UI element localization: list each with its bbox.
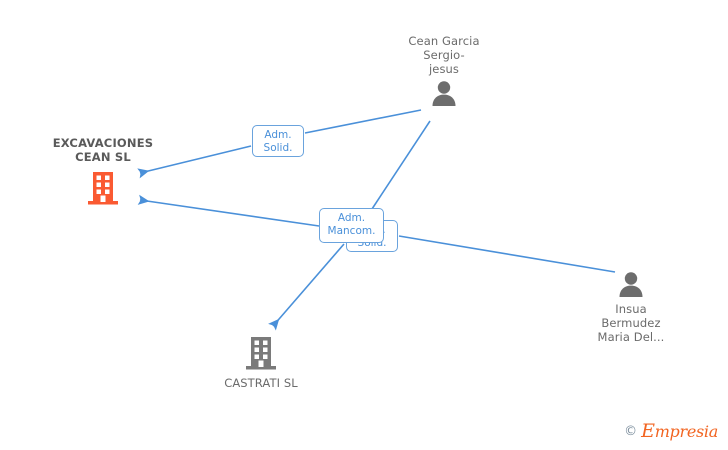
node-castrati-sl[interactable]: CASTRATI SL	[206, 335, 316, 390]
building-icon[interactable]	[245, 335, 277, 371]
brand-initial: E	[641, 420, 655, 442]
person-icon[interactable]	[616, 271, 646, 297]
node-excavaciones-cean-sl[interactable]: EXCAVACIONES CEAN SL	[48, 136, 158, 206]
edge-insua-to-adm-solid	[398, 235, 616, 273]
brand-rest: mpresia	[654, 422, 719, 441]
building-icon[interactable]	[87, 170, 119, 206]
node-cean-garcia-sergio-jesus[interactable]: Cean Garcia Sergio- jesus	[389, 34, 499, 106]
edge-cean-garcia-to-mancom	[371, 120, 431, 210]
node-label-castrati-sl: CASTRATI SL	[224, 376, 298, 390]
person-icon[interactable]	[429, 80, 459, 106]
node-label-cean-garcia-sergio-jesus: Cean Garcia Sergio- jesus	[408, 34, 480, 76]
node-insua-bermudez-maria-del[interactable]: Insua Bermudez Maria Del...	[576, 271, 686, 344]
copyright-icon: ©	[624, 423, 638, 439]
edge-label-adm-solid-top[interactable]: Adm. Solid.	[252, 125, 304, 157]
edge-label-adm-mancom[interactable]: Adm. Mancom.	[319, 208, 384, 243]
node-label-excavaciones-cean-sl: EXCAVACIONES CEAN SL	[52, 136, 154, 164]
node-label-insua-bermudez-maria-del: Insua Bermudez Maria Del...	[597, 302, 665, 344]
edge-mancom-to-castrati	[268, 243, 345, 331]
edge-mancom-to-excavaciones	[137, 194, 320, 227]
empresia-watermark: © Empresia	[624, 420, 718, 442]
brand-wordmark: Empresia	[641, 420, 718, 442]
edge-cean-garcia-to-excavaciones	[304, 109, 422, 134]
